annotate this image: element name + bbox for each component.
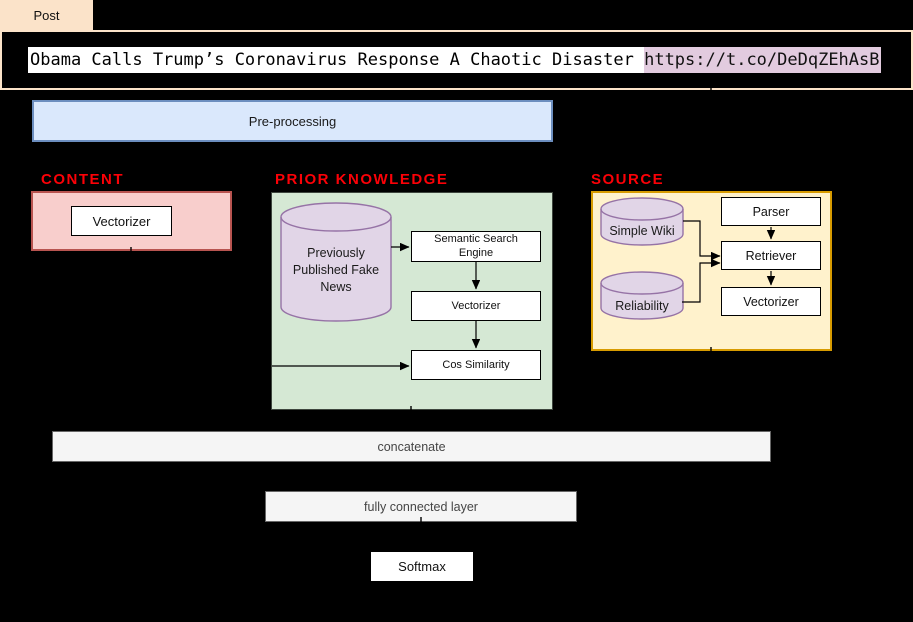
preprocessing-label: Pre-processing bbox=[248, 113, 337, 129]
post-headline: Obama Calls Trump’s Coronavirus Response… bbox=[28, 47, 645, 73]
concatenate-bar: concatenate bbox=[52, 431, 771, 462]
softmax-box: Softmax bbox=[370, 551, 474, 582]
semantic-search-engine-label: Semantic Search Engine bbox=[434, 233, 518, 259]
retriever-label: Retriever bbox=[745, 248, 797, 263]
source-section-title: SOURCE bbox=[591, 171, 665, 188]
post-banner: Obama Calls Trump’s Coronavirus Response… bbox=[0, 30, 913, 90]
post-tab-label: Post bbox=[33, 7, 60, 23]
post-tab[interactable]: Post bbox=[0, 0, 93, 30]
simple-wiki-label: Simple Wiki bbox=[609, 224, 675, 238]
fully-connected-layer-label: fully connected layer bbox=[364, 499, 478, 514]
retriever-box: Retriever bbox=[721, 241, 821, 270]
cos-similarity-box: Cos Similarity bbox=[411, 350, 541, 380]
prior-knowledge-vectorizer-label: Vectorizer bbox=[451, 300, 501, 312]
prior-knowledge-vectorizer-box: Vectorizer bbox=[411, 291, 541, 321]
prior-knowledge-section-title: PRIOR KNOWLEDGE bbox=[275, 171, 449, 188]
parser-label: Parser bbox=[752, 204, 790, 219]
content-vectorizer-box: Vectorizer bbox=[71, 206, 172, 236]
post-text: Obama Calls Trump’s Coronavirus Response… bbox=[28, 32, 881, 88]
parser-box: Parser bbox=[721, 197, 821, 226]
concatenate-label: concatenate bbox=[377, 439, 446, 454]
content-section-title: CONTENT bbox=[41, 171, 124, 188]
fully-connected-layer-bar: fully connected layer bbox=[265, 491, 577, 522]
source-vectorizer-label: Vectorizer bbox=[743, 294, 799, 309]
preprocessing-box: Pre-processing bbox=[32, 100, 553, 142]
cos-similarity-label: Cos Similarity bbox=[442, 359, 510, 371]
source-vectorizer-box: Vectorizer bbox=[721, 287, 821, 316]
softmax-label: Softmax bbox=[398, 559, 446, 574]
content-vectorizer-label: Vectorizer bbox=[92, 213, 151, 229]
semantic-search-engine-box: Semantic Search Engine bbox=[411, 231, 541, 262]
fake-news-db-label: Previously Published Fake News bbox=[292, 246, 380, 294]
post-url-link[interactable]: https://t.co/DeDqZEhAsB bbox=[644, 47, 881, 73]
reliability-label: Reliability bbox=[615, 299, 669, 313]
